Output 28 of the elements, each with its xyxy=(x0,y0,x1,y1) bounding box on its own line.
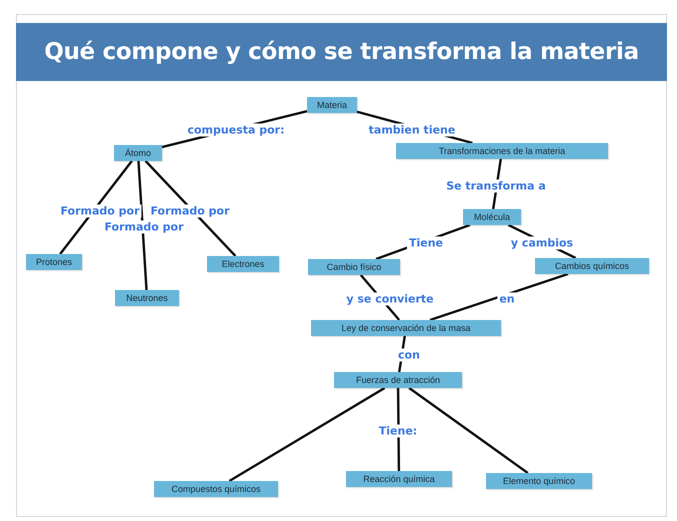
edge-label: con xyxy=(396,348,422,362)
connector-line xyxy=(430,272,568,322)
concept-box: Reacción química xyxy=(346,471,452,487)
connector-line xyxy=(144,160,236,257)
concept-box: Neutrones xyxy=(115,290,179,306)
edge-label: y cambios xyxy=(508,236,576,250)
connector-line xyxy=(228,386,386,482)
connector-line xyxy=(137,160,148,290)
concept-box: Materia xyxy=(307,97,357,113)
edge-label: Se transforma a xyxy=(444,180,548,192)
connector-line xyxy=(59,160,133,255)
concept-box: Electrones xyxy=(207,256,279,272)
concept-box: Cambios químicos xyxy=(535,258,649,274)
title-banner: Qué compone y cómo se transforma la materia xyxy=(16,23,667,81)
edge-label: tambien tiene xyxy=(366,124,458,136)
concept-box: Protones xyxy=(26,254,82,270)
concept-box: Fuerzas de atracción xyxy=(334,372,462,388)
concept-box: Elemento químico xyxy=(486,473,592,489)
concept-box: Molécula xyxy=(463,209,521,225)
edge-label: Tiene xyxy=(406,236,446,250)
concept-box: Transformaciones de la materia xyxy=(396,143,608,159)
connector-line xyxy=(408,387,529,474)
concept-box: Cambio físico xyxy=(308,259,400,275)
edge-label: y se convierte xyxy=(344,292,436,306)
concept-box: Ley de conservación de la masa xyxy=(311,320,501,336)
concept-box: Compuestos químicos xyxy=(154,481,278,497)
edge-label: en xyxy=(497,292,517,306)
concept-box: Átomo xyxy=(114,145,162,161)
